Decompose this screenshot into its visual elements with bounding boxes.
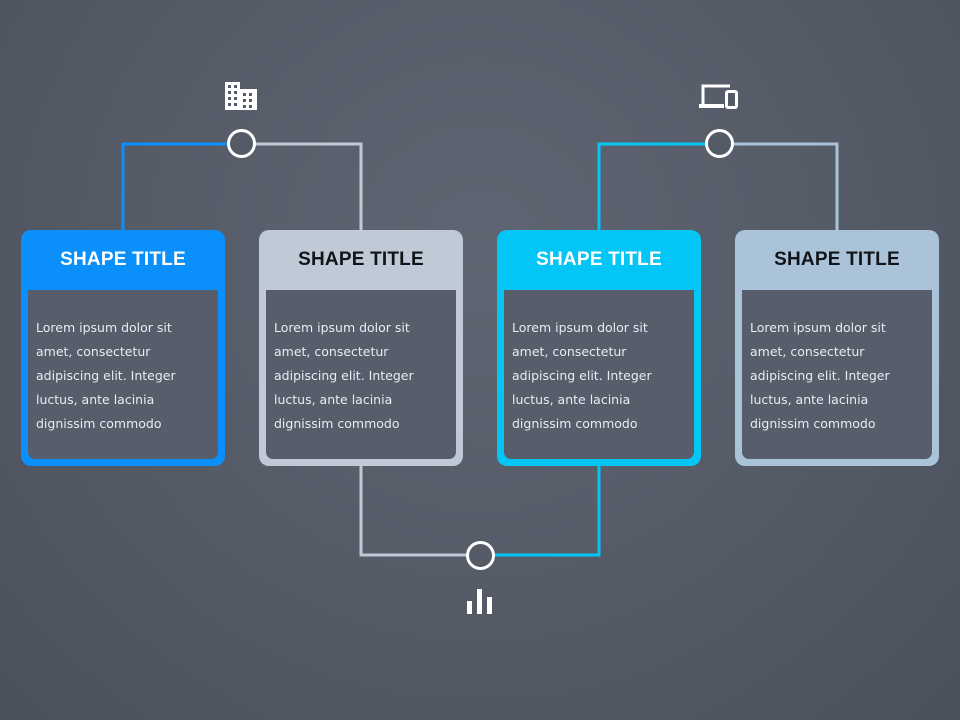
connector-bottom-left: [359, 466, 467, 557]
card-3: SHAPE TITLE Lorem ipsum dolor sit amet, …: [497, 230, 701, 466]
card-2-title: SHAPE TITLE: [298, 249, 424, 270]
card-4-body: Lorem ipsum dolor sit amet, consectetur …: [742, 290, 932, 459]
connector-node-top-right: [705, 129, 734, 158]
card-4-title: SHAPE TITLE: [774, 249, 900, 270]
devices-icon: [699, 84, 738, 109]
card-2: SHAPE TITLE Lorem ipsum dolor sit amet, …: [259, 230, 463, 466]
connector-node-bottom: [466, 541, 495, 570]
card-2-text: Lorem ipsum dolor sit amet, consectetur …: [274, 320, 414, 431]
card-1-title: SHAPE TITLE: [60, 249, 186, 270]
card-3-body: Lorem ipsum dolor sit amet, consectetur …: [504, 290, 694, 459]
connector-card1: [121, 142, 228, 230]
connector-bottom-right: [494, 466, 601, 557]
connector-card2: [255, 142, 363, 230]
card-1-body: Lorem ipsum dolor sit amet, consectetur …: [28, 290, 218, 459]
connector-card4: [733, 142, 839, 230]
connector-card3: [597, 142, 706, 230]
card-3-text: Lorem ipsum dolor sit amet, consectetur …: [512, 320, 652, 431]
card-1: SHAPE TITLE Lorem ipsum dolor sit amet, …: [21, 230, 225, 466]
bar-chart-icon: [467, 589, 492, 614]
card-4-text: Lorem ipsum dolor sit amet, consectetur …: [750, 320, 890, 431]
card-3-title: SHAPE TITLE: [536, 249, 662, 270]
card-4: SHAPE TITLE Lorem ipsum dolor sit amet, …: [735, 230, 939, 466]
connector-node-top-left: [227, 129, 256, 158]
card-2-body: Lorem ipsum dolor sit amet, consectetur …: [266, 290, 456, 459]
building-icon: [225, 82, 257, 110]
card-1-text: Lorem ipsum dolor sit amet, consectetur …: [36, 320, 176, 431]
